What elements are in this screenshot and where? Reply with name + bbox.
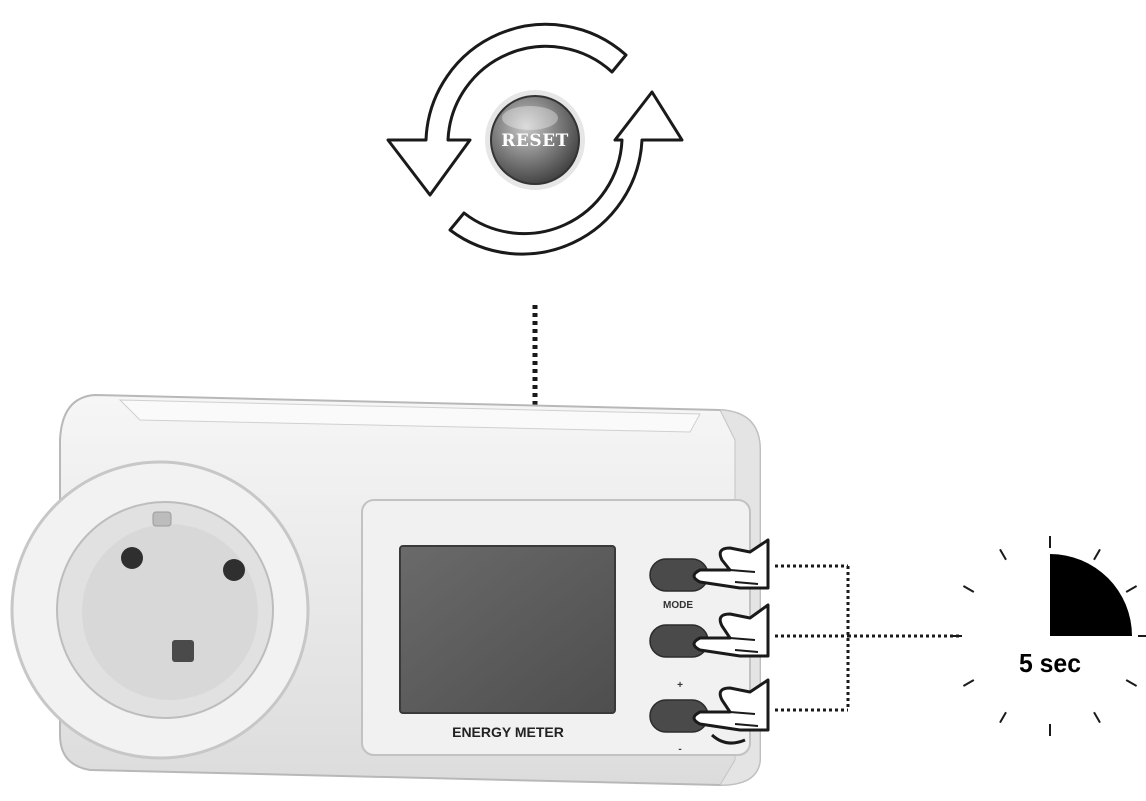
timer-ray bbox=[999, 548, 1007, 561]
meter-label: ENERGY METER bbox=[452, 724, 564, 740]
socket-pin-hole-right bbox=[223, 559, 245, 581]
hand-plus-icon bbox=[692, 603, 770, 658]
timer-ray bbox=[962, 679, 975, 687]
timer-ray bbox=[1125, 585, 1138, 593]
power-socket bbox=[10, 460, 310, 760]
socket-ground-clip-bottom bbox=[172, 640, 194, 662]
pressing-hands bbox=[692, 538, 770, 745]
timer-ray bbox=[1093, 711, 1101, 724]
timer-ray bbox=[1093, 548, 1101, 561]
timer-group: 5 sec bbox=[950, 536, 1146, 736]
timer-rays bbox=[950, 536, 1146, 736]
timer-quarter-icon bbox=[1050, 554, 1132, 636]
reset-button[interactable] bbox=[490, 95, 580, 185]
cycle-arrow-right-icon bbox=[448, 90, 684, 256]
lcd-screen bbox=[399, 545, 616, 714]
hand-minus-icon bbox=[692, 678, 770, 745]
timer-ray bbox=[999, 711, 1007, 724]
plus-button-label: + bbox=[677, 680, 683, 691]
timer-connector bbox=[775, 564, 960, 712]
minus-button-label: - bbox=[678, 744, 681, 755]
timer-label: 5 sec bbox=[1019, 648, 1081, 678]
timer-ray bbox=[1125, 679, 1138, 687]
hand-mode-icon bbox=[692, 538, 770, 590]
socket-pin-hole-left bbox=[121, 547, 143, 569]
mode-button-label: MODE bbox=[663, 600, 693, 611]
meter-top-edge bbox=[118, 399, 701, 433]
energy-meter-device: ENERGY METER MODE + - bbox=[10, 393, 761, 787]
reset-cycle-group: RESET bbox=[386, 22, 684, 256]
cycle-arrow-left-icon bbox=[386, 22, 628, 197]
timer-ray bbox=[962, 585, 975, 593]
reset-button-highlight bbox=[502, 106, 558, 130]
reset-button-label: RESET bbox=[501, 131, 568, 151]
socket-inner-face bbox=[82, 524, 258, 700]
socket-ground-clip-top bbox=[152, 511, 172, 527]
